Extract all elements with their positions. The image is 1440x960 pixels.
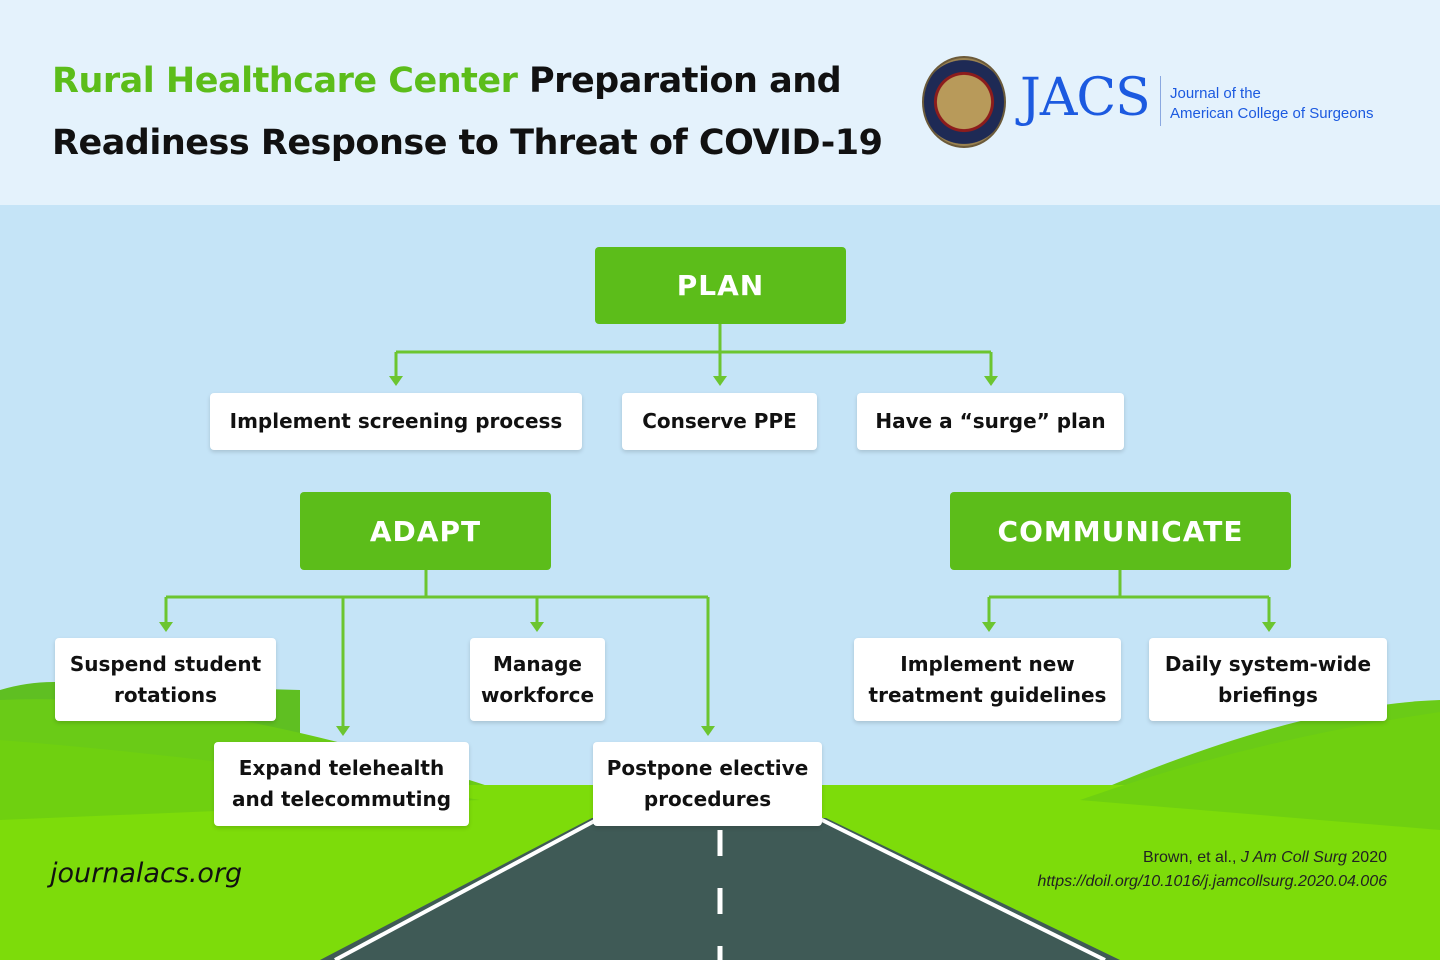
title-line2: Readiness Response to Threat of COVID-19 xyxy=(52,123,883,163)
plan-item: Conserve PPE xyxy=(622,393,817,450)
adapt-box: ADAPT xyxy=(300,492,551,570)
citation-journal: J Am Coll Surg xyxy=(1240,849,1347,866)
communicate-box: COMMUNICATE xyxy=(950,492,1291,570)
connectors xyxy=(164,324,1271,728)
journal-line1: Journal of the xyxy=(1170,85,1261,102)
jacs-wordmark: JACS xyxy=(1020,68,1151,128)
citation: Brown, et al., J Am Coll Surg 2020 https:… xyxy=(1037,846,1387,894)
title-highlight: Rural Healthcare Center xyxy=(52,61,518,101)
title-line1: Preparation and xyxy=(517,61,842,101)
adapt-item: Expand telehealth and telecommuting xyxy=(214,742,469,826)
arrowheads xyxy=(159,376,1276,736)
journal-line2: American College of Surgeons xyxy=(1170,105,1374,122)
communicate-item: Implement new treatment guidelines xyxy=(854,638,1121,721)
adapt-item: Suspend student rotations xyxy=(55,638,276,721)
plan-item: Have a “surge” plan xyxy=(857,393,1124,450)
header-band xyxy=(0,0,1440,205)
doi-link[interactable]: https://doil.org/10.1016/j.jamcollsurg.2… xyxy=(1037,873,1387,890)
plan-item: Implement screening process xyxy=(210,393,582,450)
citation-authors: Brown, et al., xyxy=(1143,849,1241,866)
acs-seal-logo xyxy=(922,56,1006,148)
adapt-item: Manage workforce xyxy=(470,638,605,721)
website-link[interactable]: journalacs.org xyxy=(50,858,243,889)
logo-divider xyxy=(1160,76,1161,126)
communicate-item: Daily system-wide briefings xyxy=(1149,638,1387,721)
adapt-item: Postpone elective procedures xyxy=(593,742,822,826)
plan-box: PLAN xyxy=(595,247,846,324)
citation-year: 2020 xyxy=(1346,849,1387,866)
